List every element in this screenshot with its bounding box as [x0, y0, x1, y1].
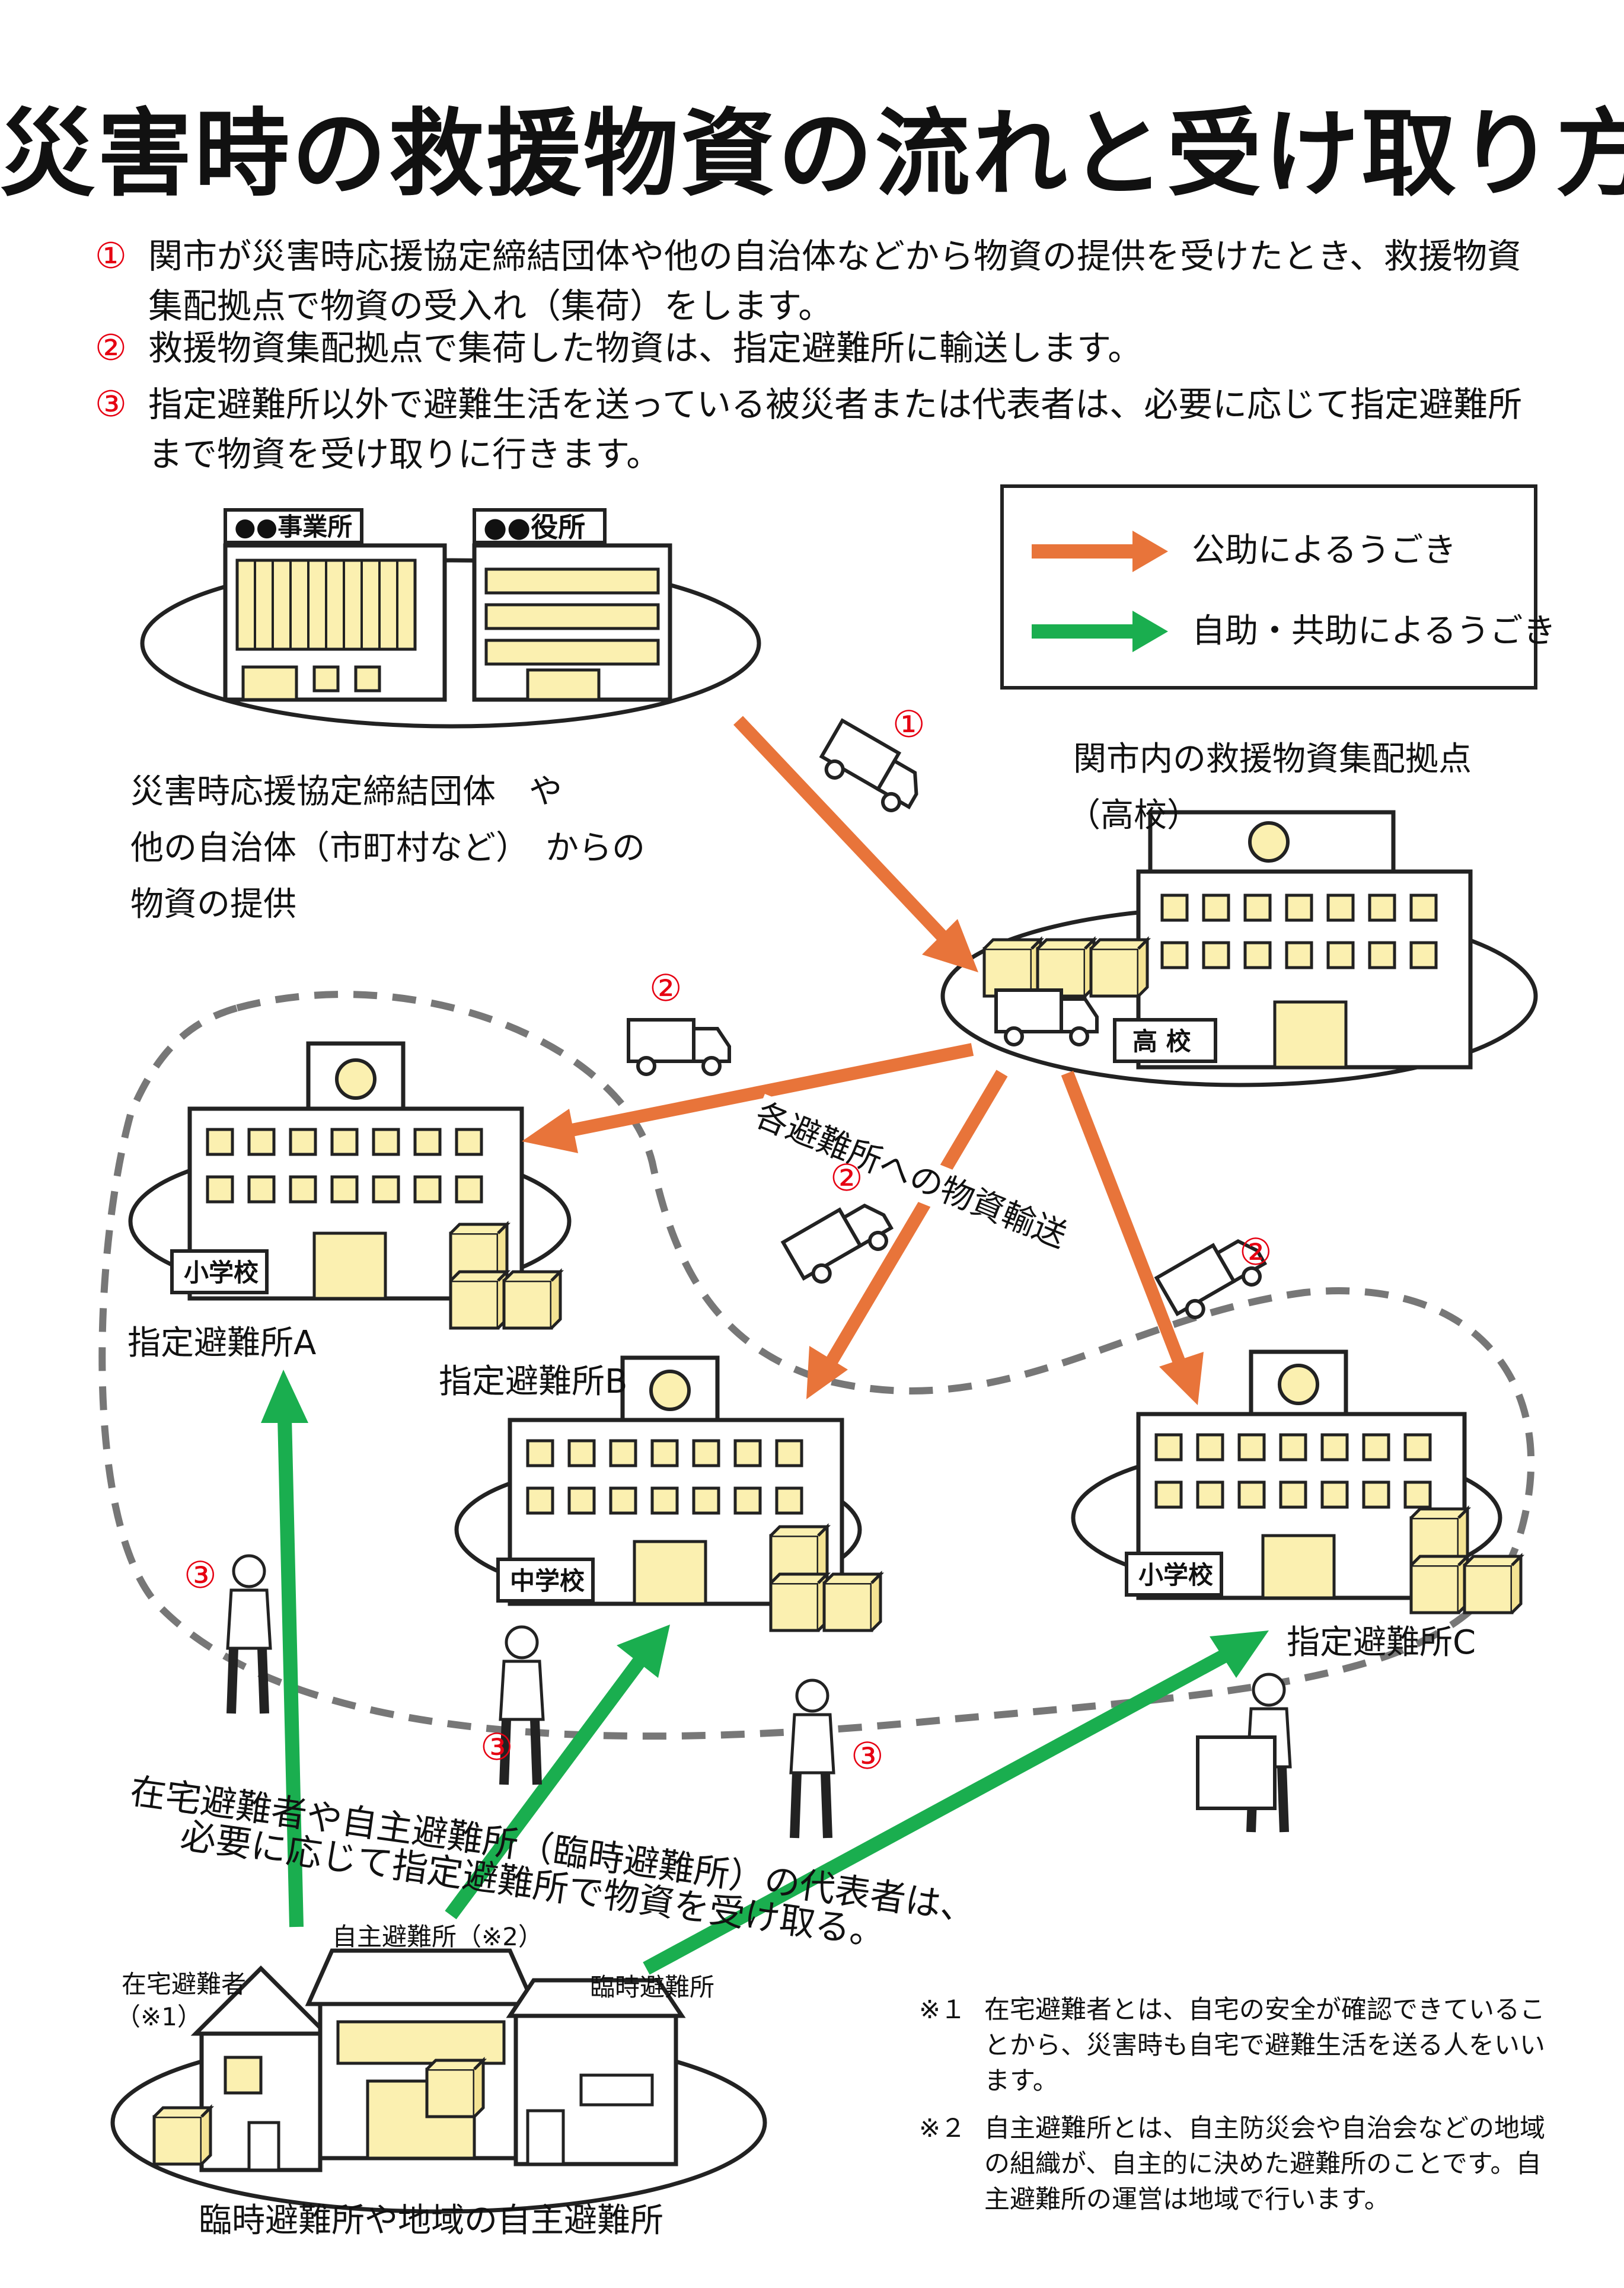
intro-text: 救援物資集配拠点で集荷した物資は、指定避難所に輸送します。: [148, 328, 1143, 368]
voluntary-label: 自主避難所（※2）: [332, 1922, 543, 1951]
hub-label-line2: （高校）: [1067, 796, 1200, 835]
step-marker: ②: [830, 1156, 863, 1199]
supplier-ground: [140, 558, 761, 729]
step-marker: ②: [1239, 1230, 1272, 1274]
step-marker: ③: [480, 1725, 513, 1769]
shelter-b-building: [496, 1355, 844, 1606]
office-sign: ●●事業所: [234, 512, 353, 541]
hub-truck: [996, 990, 1097, 1045]
arrow-head: [261, 1370, 308, 1423]
intro-item-2: ② 救援物資集配拠点で集荷した物資は、指定避難所に輸送します。: [95, 323, 1553, 373]
footnote-text: 在宅避難者とは、自宅の安全が確認できていることから、災害時も自宅で避難生活を送る…: [984, 1995, 1545, 2096]
arrow-head: [617, 1625, 670, 1678]
intro-item-3: ③ 指定避難所以外で避難生活を送っている被災者または代表者は、必要に応じて指定避…: [95, 379, 1553, 479]
local-box: [154, 2108, 210, 2164]
arrow-head: [1132, 611, 1168, 652]
arrow-head: [522, 1109, 578, 1153]
step-marker: ③: [184, 1553, 217, 1597]
public-flow-arrows: [559, 716, 1186, 1367]
supplier-label-line3: 物資の提供: [130, 885, 296, 924]
legend-box: [1000, 484, 1537, 690]
step-number: ③: [95, 384, 127, 425]
middle-school-sign: 中学校: [510, 1566, 585, 1595]
arrow-head: [922, 919, 978, 972]
legend-self-label: 自助・共助によるうごき: [1192, 612, 1556, 650]
local-box: [427, 2060, 483, 2117]
hub-label-line1: 関市内の救援物資集配拠点: [1073, 740, 1472, 778]
step-number: ②: [95, 327, 127, 369]
step-marker: ①: [892, 703, 926, 746]
person-icon: [228, 1556, 270, 1713]
cityhall-building: [472, 508, 672, 702]
high-school-building: [1113, 810, 1473, 1070]
step-marker: ③: [851, 1734, 884, 1778]
arrow-head: [1210, 1630, 1269, 1678]
elementary-a-sign: 小学校: [184, 1258, 259, 1287]
arrow-head: [1132, 531, 1168, 572]
shelter-b-boxes: [771, 1527, 880, 1630]
person-icon: [791, 1680, 834, 1838]
intro-item-1: ① 関市が災害時応援協定締結団体や他の自治体などから物資の提供を受けたとき、救援…: [95, 231, 1553, 331]
shelter-a-label: 指定避難所A: [127, 1324, 317, 1362]
footnote-1: ※１ 在宅避難者とは、自宅の安全が確認できていることから、災害時も自宅で避難生活…: [919, 1992, 1548, 2099]
elementary-c-sign: 小学校: [1138, 1561, 1214, 1590]
shelter-a-boxes: [451, 1224, 560, 1328]
home-label: 在宅避難者: [122, 1970, 247, 1999]
shelter-area-boundary: [98, 991, 1535, 1740]
hub-boxes: [984, 940, 1147, 996]
truck-icon: [628, 1020, 729, 1074]
cityhall-sign: ●●役所: [483, 511, 586, 543]
voluntary-shelter-building: [305, 1948, 537, 2161]
arrow-head: [806, 1346, 848, 1399]
intro-text: 指定避難所以外で避難生活を送っている被災者または代表者は、必要に応じて指定避難所…: [148, 384, 1523, 474]
shelter-c-boxes: [1411, 1509, 1521, 1613]
step-number: ①: [95, 235, 127, 277]
home-house: [190, 1965, 331, 2172]
page-title: 災害時の救援物資の流れと受け取り方: [0, 98, 1624, 209]
shelter-a-building: [170, 1041, 524, 1301]
shelter-b-label: 指定避難所B: [439, 1362, 628, 1401]
bottom-label: 臨時避難所や地域の自主避難所: [199, 2201, 663, 2240]
office-building: [223, 508, 447, 702]
footnote-mark: ※１: [919, 1995, 966, 2025]
step-marker: ②: [649, 966, 682, 1010]
temporary-shelter-building: [506, 1978, 686, 2166]
carried-box: [1196, 1735, 1277, 1810]
footnote-mark: ※２: [919, 2114, 966, 2143]
home-note-label: （※1）: [116, 2002, 202, 2031]
supplier-label-line2: 他の自治体（市町村など） からの: [130, 829, 645, 867]
legend-public-label: 公助によるうごき: [1192, 531, 1457, 570]
footnote-2: ※２ 自主避難所とは、自主防災会や自治会などの地域の組織が、自主的に決めた避難所…: [919, 2111, 1548, 2217]
footnote-text: 自主避難所とは、自主防災会や自治会などの地域の組織が、自主的に決めた避難所のこと…: [984, 2114, 1545, 2214]
temporary-label: 臨時避難所: [590, 1973, 715, 2002]
arrow-head: [1159, 1352, 1204, 1405]
highschool-sign: 高 校: [1132, 1027, 1191, 1056]
supplier-label-line1: 災害時応援協定締結団体 や: [130, 773, 562, 811]
intro-text: 関市が災害時応援協定締結団体や他の自治体などから物資の提供を受けたとき、救援物資…: [148, 236, 1521, 326]
self-flow-arrows: [277, 1416, 1231, 1975]
shelter-c-label: 指定避難所C: [1287, 1623, 1476, 1662]
